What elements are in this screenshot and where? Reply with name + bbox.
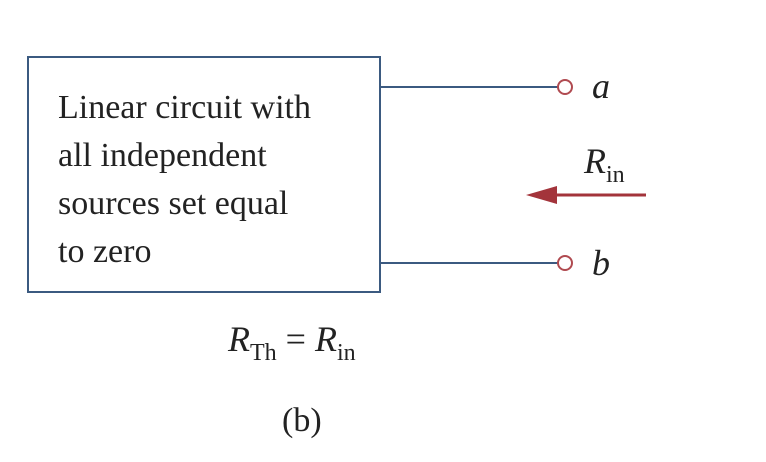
equals-sign: = [276, 319, 315, 359]
rth-subscript: Th [250, 340, 277, 366]
rth-symbol: R [228, 319, 250, 359]
rin-arrow [526, 186, 646, 204]
terminal-b-label: b [592, 243, 610, 283]
box-text-line: Linear circuit with [58, 89, 312, 126]
rin-subscript: in [606, 162, 625, 188]
rin-symbol-eq: R [314, 319, 337, 359]
box-text-line: sources set equal [58, 185, 289, 222]
thevenin-equation: RTh = Rin [228, 318, 356, 365]
rin-subscript-eq: in [336, 340, 356, 366]
box-text-line: to zero [58, 233, 152, 270]
figure-caption: (b) [282, 402, 322, 439]
box-text-line: all independent [58, 137, 267, 174]
terminal-a [557, 79, 573, 95]
circuit-box-text: Linear circuit with all independent sour… [58, 84, 368, 276]
terminal-a-label: a [592, 66, 610, 106]
rin-symbol: R [584, 141, 606, 181]
rin-label: Rin [584, 140, 625, 187]
circuit-box [27, 56, 381, 293]
terminal-b [557, 255, 573, 271]
